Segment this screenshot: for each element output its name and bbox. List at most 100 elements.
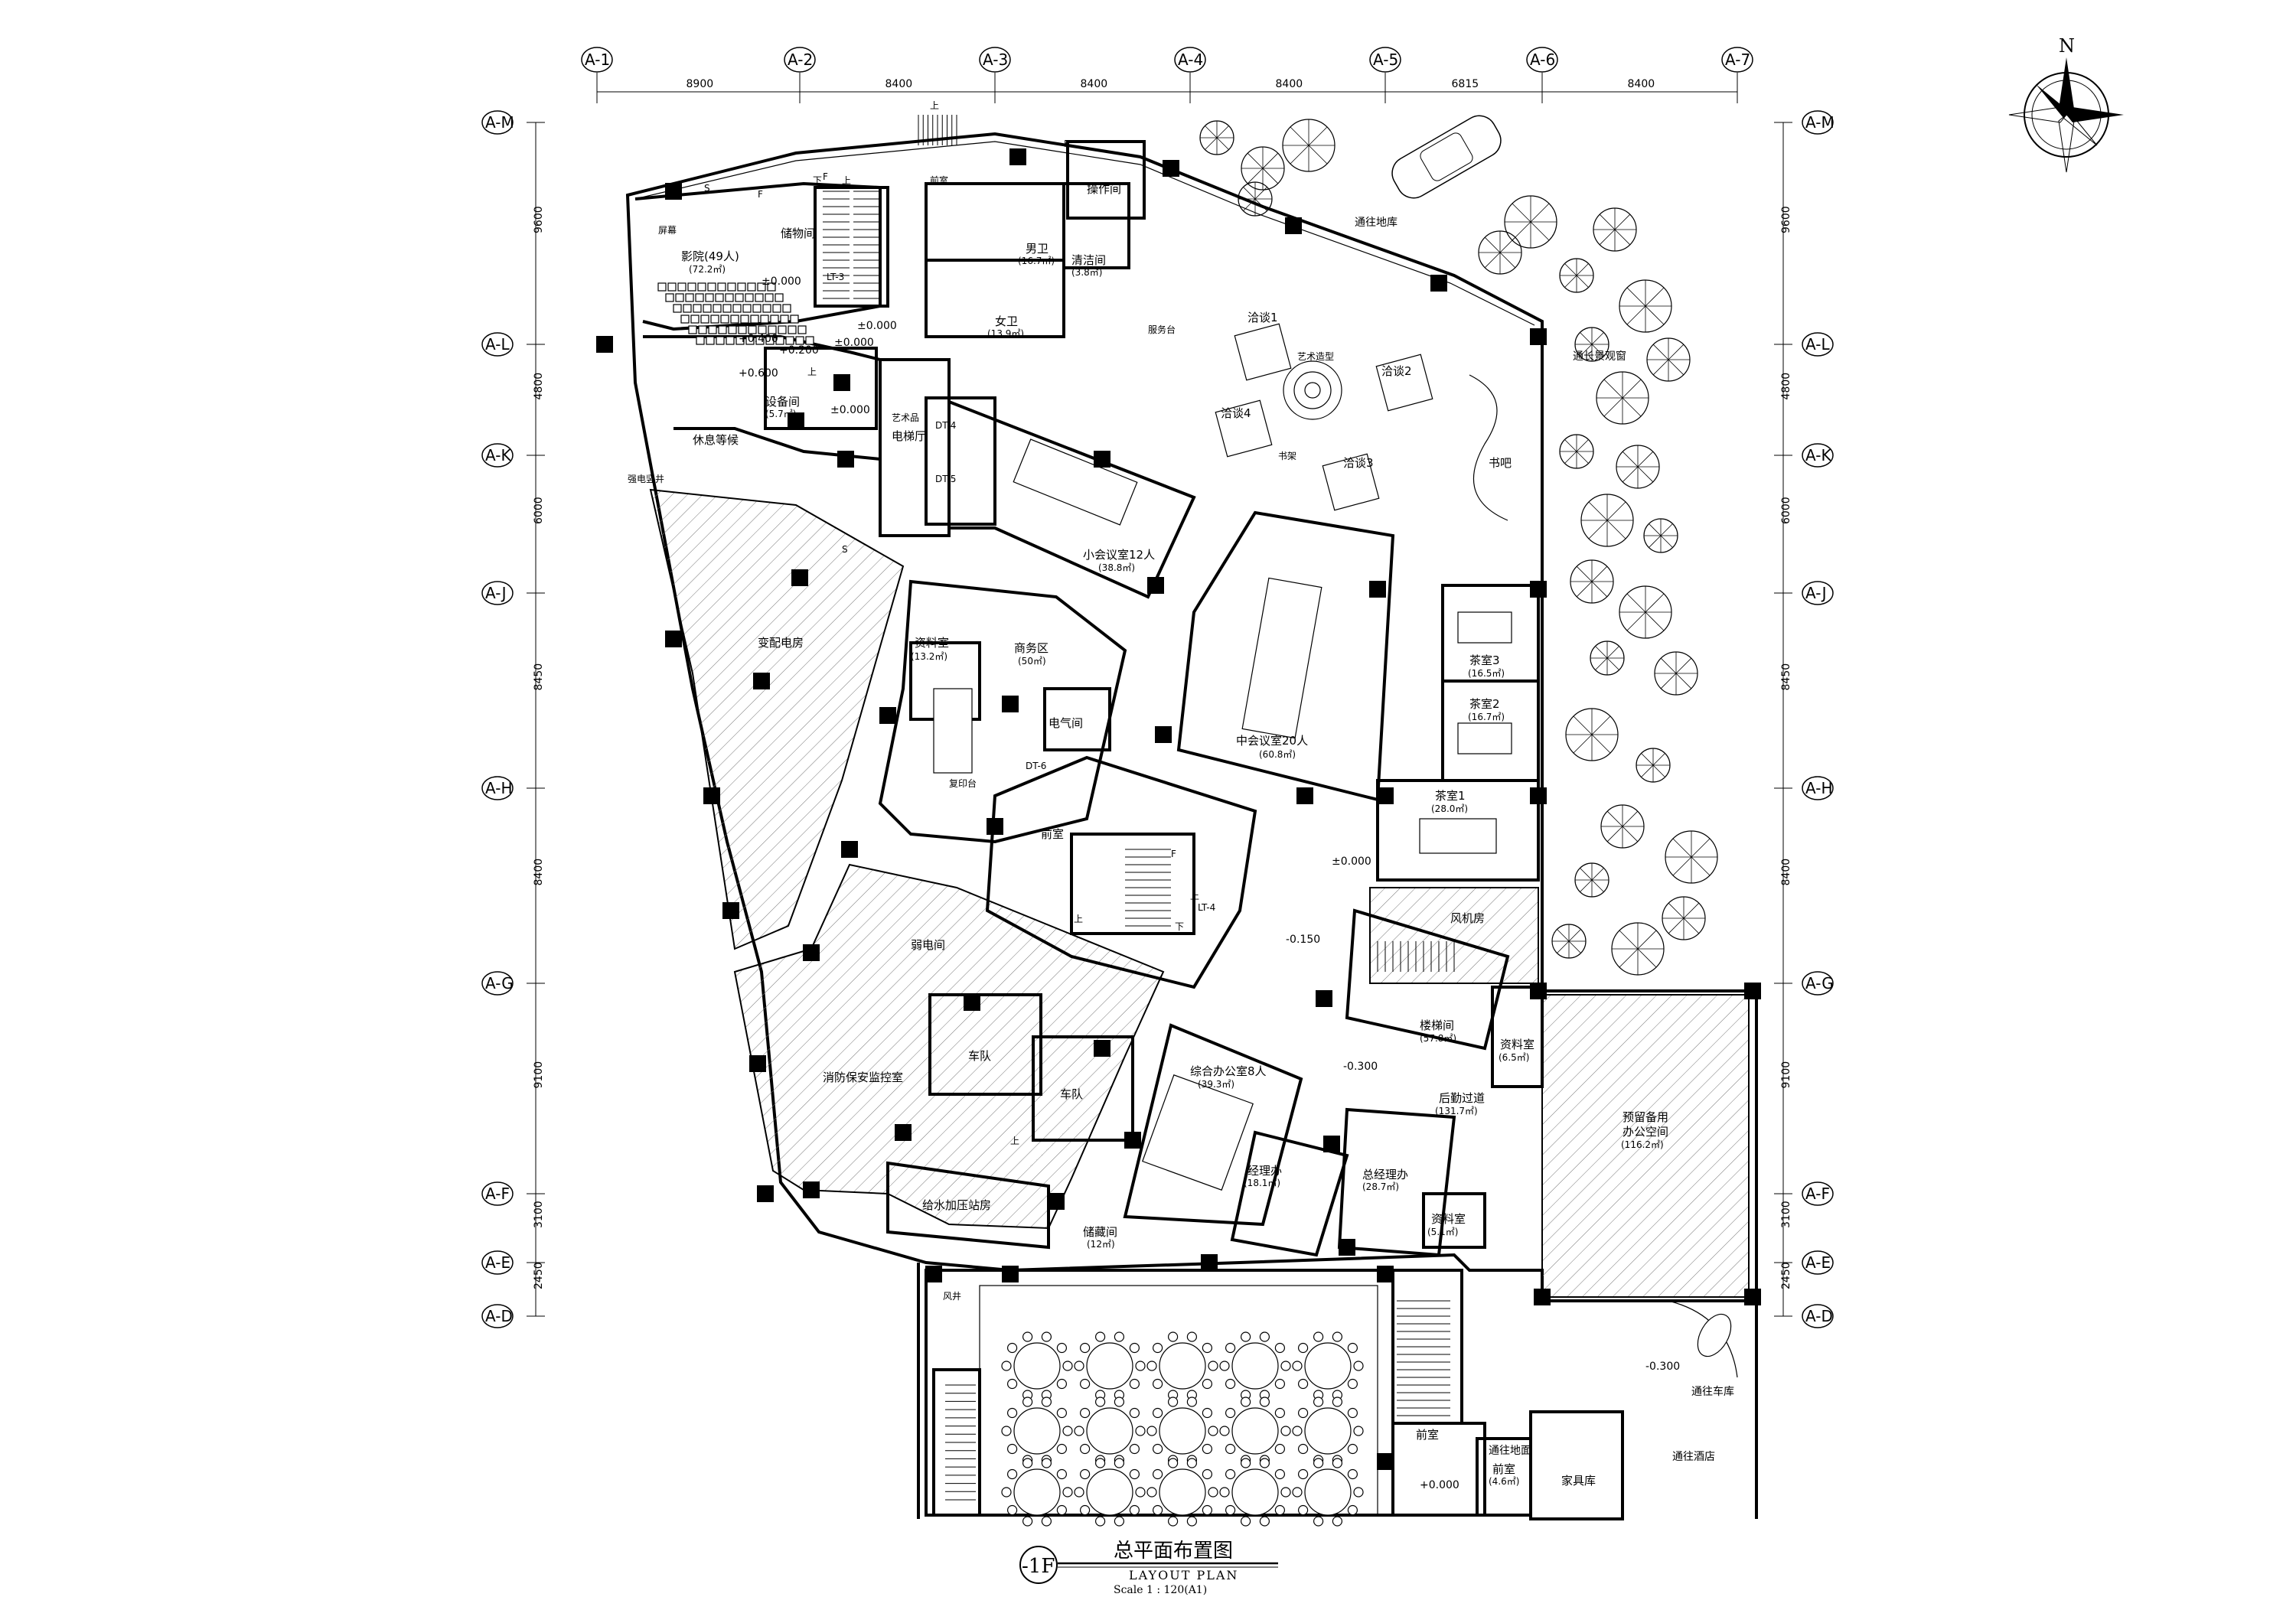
label-rest: 休息等候 (693, 433, 739, 447)
mark-down-1: 下 (813, 175, 822, 186)
north-arrow-icon: N (2008, 35, 2124, 173)
column-marker (925, 1266, 942, 1282)
mark-up-4: 上 (1190, 891, 1199, 901)
meeting-table (1013, 438, 1138, 526)
mark-dt-2: DT-5 (935, 474, 956, 484)
desk (933, 688, 973, 774)
cinema-seat (747, 282, 756, 292)
column-marker (788, 412, 804, 429)
cinema-seat (725, 293, 734, 302)
label-weak-current: 弱电间 (911, 938, 945, 952)
grid-bubble-A-6 (1526, 47, 1558, 73)
level-cinema3: +0.600 (739, 367, 778, 380)
label-storage2-area: (12㎡) (1087, 1239, 1115, 1250)
cinema-seat (718, 325, 727, 334)
grid-bubble-A-F (481, 1181, 514, 1206)
grid-col-label: A-2 (788, 51, 813, 69)
column-marker (1377, 1266, 1394, 1282)
label-substation: 变配电房 (758, 636, 804, 650)
label-service: 服务台 (1148, 324, 1176, 335)
grid-bubble-A-E (481, 1250, 514, 1275)
cinema-seat (705, 293, 714, 302)
label-gm: 总经理办 (1362, 1168, 1408, 1181)
tree-icon (1570, 559, 1614, 604)
grid-row-label: A-J (1805, 584, 1826, 602)
column-marker (1744, 1289, 1761, 1305)
grid-bubble-A-G (1802, 971, 1834, 996)
label-to-ground: 通往地面 (1489, 1445, 1531, 1457)
level-0c: ±0.000 (830, 404, 870, 416)
label-elec-room: 电气间 (1049, 716, 1083, 730)
tree-icon (1654, 651, 1698, 696)
grid-row-dim: 8400 (1780, 859, 1792, 886)
column-marker (665, 183, 682, 200)
mark-down-2: 下 (1175, 921, 1184, 932)
cinema-seat (737, 282, 746, 292)
cinema-seat (730, 314, 739, 324)
cinema-seat (767, 282, 776, 292)
label-female-wc-area: (13.9㎡) (987, 328, 1024, 339)
grid-col-dim: 8400 (1276, 78, 1303, 90)
tree-icon (1565, 708, 1619, 761)
level-0d: ±0.000 (834, 337, 874, 349)
column-marker (1377, 1453, 1394, 1470)
tree-icon (1559, 434, 1594, 469)
level-0f: +0.000 (1420, 1479, 1459, 1491)
label-front-room-top: 前室 (930, 174, 948, 186)
stair-treads (823, 115, 1455, 1501)
column-marker (1163, 160, 1179, 177)
title-block: -1F 总平面布置图 LAYOUT PLAN Scale 1 : 120(A1) (1019, 1540, 1278, 1596)
label-fan-room: 风机房 (1450, 911, 1485, 925)
grid-row-dim: 3100 (1780, 1201, 1792, 1228)
grid-col-label: A-3 (983, 51, 1008, 69)
label-tea1-area: (28.0㎡) (1431, 803, 1468, 814)
tree-icon (1282, 119, 1336, 172)
tree-icon (1593, 207, 1637, 252)
mark-f-3: F (1064, 139, 1069, 149)
grid-bubble-A-K (1802, 443, 1834, 468)
lounge-seating (1322, 453, 1380, 511)
cinema-seat (680, 314, 690, 324)
column-marker (1201, 1254, 1218, 1271)
column-marker (757, 1185, 774, 1202)
label-elevator-hall: 电梯厅 (892, 429, 926, 443)
label-art: 艺术品 (892, 412, 919, 423)
grid-row-dim: 6000 (1780, 497, 1792, 524)
round-table (1219, 1458, 1291, 1527)
cinema-seat (715, 293, 724, 302)
grid-row-label: A-L (1805, 335, 1830, 354)
column-marker (1530, 581, 1547, 598)
label-fleet2: 车队 (1060, 1087, 1083, 1101)
cinema-seat (700, 314, 709, 324)
label-screen: 屏幕 (658, 225, 677, 236)
cinema-seat (728, 325, 737, 334)
label-stairwell: 楼梯间 (1420, 1018, 1454, 1032)
cinema-seat (745, 293, 754, 302)
grid-col-label: A-7 (1725, 51, 1750, 69)
label-operation: 操作间 (1087, 182, 1121, 196)
grid-row-dim: 8450 (533, 663, 545, 691)
building-walls (625, 132, 1758, 1302)
label-cinema-area: (72.2㎡) (689, 264, 726, 275)
grid-bubble-A-D (481, 1304, 514, 1328)
label-front-room-low2-area: (4.6㎡) (1489, 1476, 1519, 1487)
tree-icon (1199, 120, 1234, 155)
label-reserve-office: 预留备用 (1623, 1110, 1668, 1124)
cinema-seat (768, 325, 777, 334)
grid-bubble-A-H (1802, 776, 1834, 800)
cinema-seat (762, 304, 771, 313)
grid-col-label: A-6 (1530, 51, 1555, 69)
label-back-corridor-area: (131.7㎡) (1435, 1106, 1478, 1116)
label-cinema: 影院(49人) (681, 249, 739, 263)
grid-bubble-A-H (481, 776, 514, 800)
ornament (1697, 1313, 1732, 1357)
grid-row-dim: 8400 (533, 859, 545, 886)
grid-col-label: A-4 (1178, 51, 1203, 69)
label-lt4: LT-4 (1198, 902, 1215, 913)
cinema-seat (757, 282, 766, 292)
label-strong-current: 强电竖井 (628, 474, 664, 484)
grid-bubble-A-D (1802, 1304, 1834, 1328)
cinema-seat (685, 293, 694, 302)
grid-bubble-A-K (481, 443, 514, 468)
tree-icon (1619, 279, 1672, 333)
